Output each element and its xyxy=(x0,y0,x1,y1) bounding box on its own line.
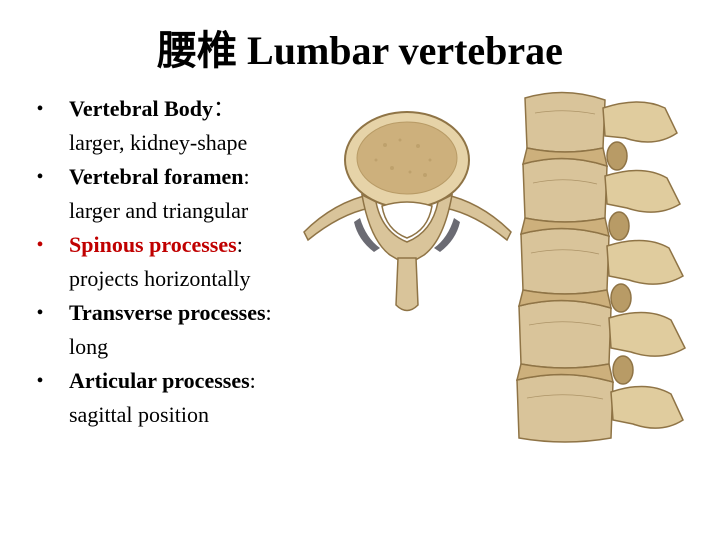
bullet-symbol: • xyxy=(36,98,44,120)
bullet-heading: Spinous processes xyxy=(69,232,237,257)
slide-title: 腰椎 Lumbar vertebrae xyxy=(157,28,563,73)
bullet-heading: Vertebral foramen xyxy=(69,164,244,189)
bullet-separator: : xyxy=(249,368,256,393)
bullet-transverse-processes: • Transverse processes: long xyxy=(30,296,330,364)
bullet-separator: : xyxy=(243,164,250,189)
bullet-detail: larger, kidney-shape xyxy=(69,130,248,155)
bullet-vertebral-body: • Vertebral Body： larger, kidney-shape xyxy=(30,92,330,160)
bullet-heading: Articular processes xyxy=(69,368,250,393)
vertebra-superior-view-illustration xyxy=(303,111,512,312)
bullet-separator: : xyxy=(236,232,243,257)
bullet-symbol: • xyxy=(36,370,44,392)
bullet-detail: sagittal position xyxy=(69,402,209,427)
bullet-symbol: • xyxy=(36,234,44,256)
bullet-articular-processes: • Articular processes: sagittal position xyxy=(30,364,330,432)
bullet-heading: Transverse processes xyxy=(69,300,266,325)
bullet-heading: Vertebral Body xyxy=(69,96,214,121)
bullet-detail: long xyxy=(69,334,109,359)
bullet-symbol: • xyxy=(36,302,44,324)
bullet-vertebral-foramen: • Vertebral foramen: larger and triangul… xyxy=(30,160,330,228)
bullet-symbol: • xyxy=(36,166,44,188)
bullet-list: • Vertebral Body： larger, kidney-shape •… xyxy=(30,92,330,432)
bullet-detail: larger and triangular xyxy=(69,198,249,223)
bullet-spinous-processes: • Spinous processes: projects horizontal… xyxy=(30,228,330,296)
lumbar-spine-lateral-view-illustration xyxy=(515,91,686,443)
bullet-separator: ： xyxy=(213,96,236,121)
bullet-detail: projects horizontally xyxy=(69,266,251,291)
bullet-separator: : xyxy=(265,300,272,325)
